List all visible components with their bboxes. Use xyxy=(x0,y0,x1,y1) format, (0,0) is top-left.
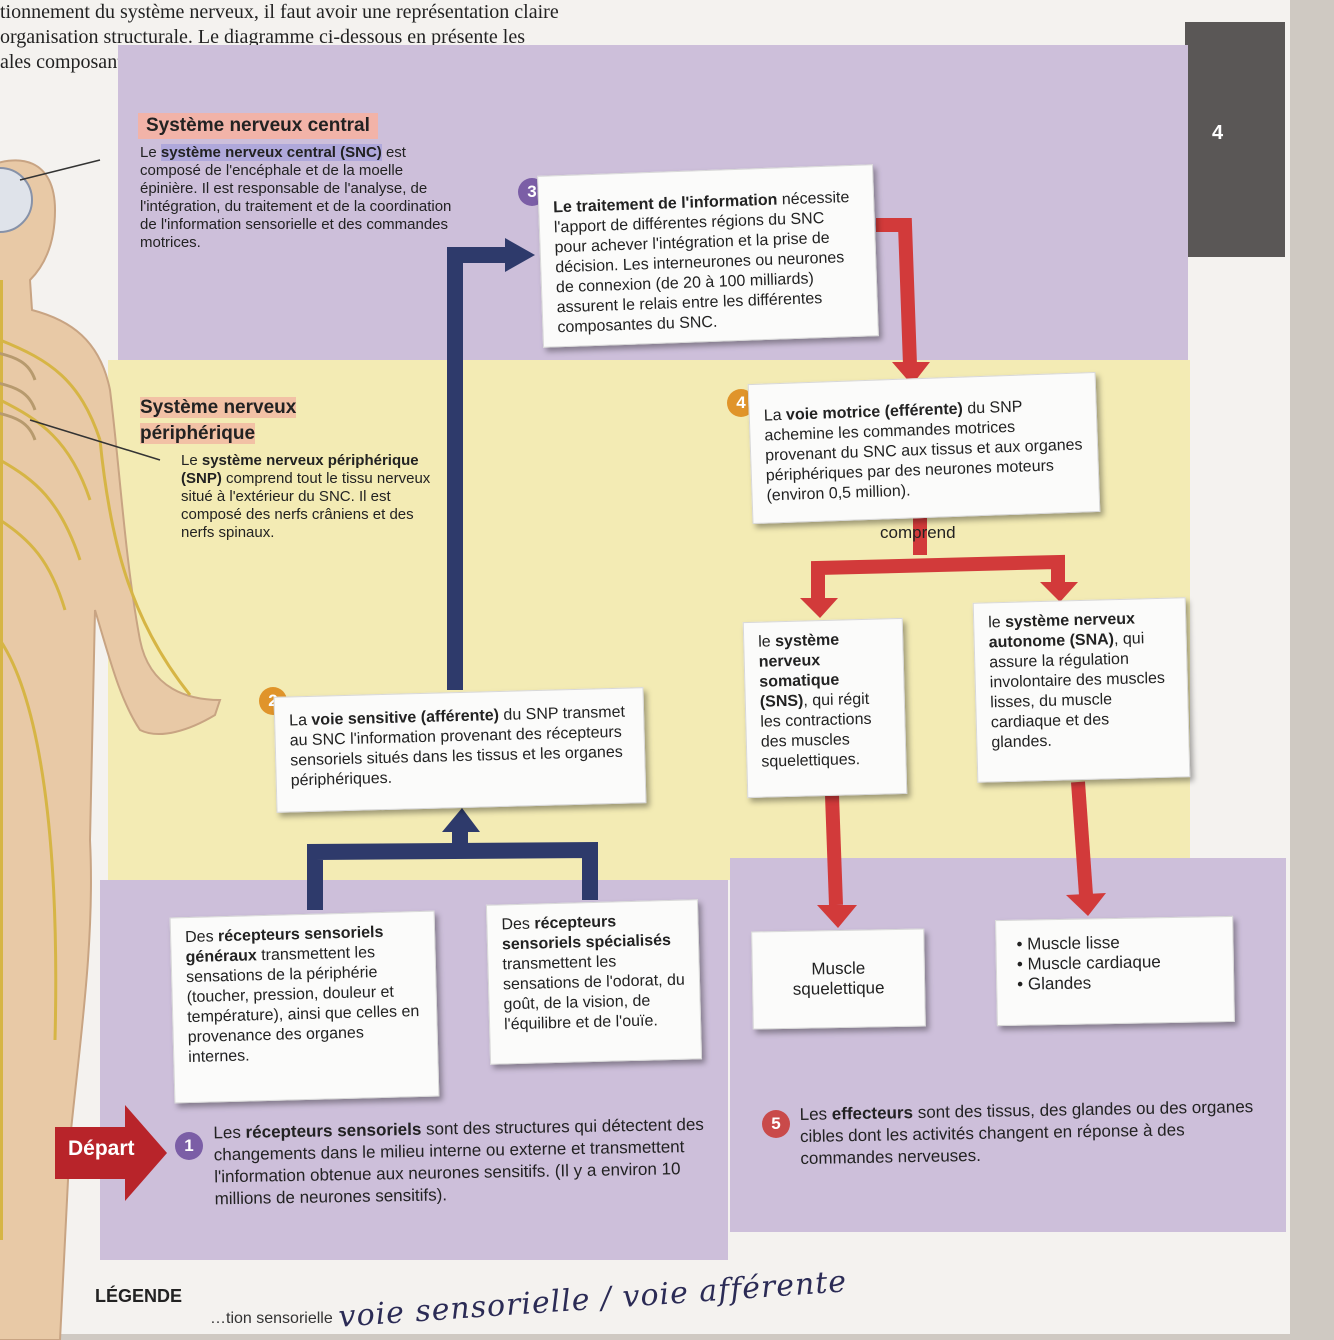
step-3-box: Le traitement de l'information nécessite… xyxy=(537,164,879,348)
afferent-arrowhead-right xyxy=(505,238,535,272)
intro-paragraph: tionnement du système nerveux, il faut a… xyxy=(0,1,559,73)
textbook-page: tionnement du système nerveux, il faut a… xyxy=(0,0,1290,1340)
effector-item: • Glandes xyxy=(1017,973,1092,994)
efferent-split xyxy=(811,515,1065,600)
efferent-arrow-down xyxy=(876,218,917,366)
efferent-arrowhead-sna xyxy=(1040,582,1078,602)
step-5-text: Les effecteurs sont des tissus, des glan… xyxy=(799,1097,1254,1169)
afferent-arrow-up xyxy=(447,247,510,690)
step-1-text: Les récepteurs sensoriels sont des struc… xyxy=(213,1114,705,1209)
efferent-arrow-smooth xyxy=(1071,781,1093,896)
comprend-label: comprend xyxy=(880,523,956,542)
human-body-illustration xyxy=(0,159,222,1340)
efferent-arrowhead-sns xyxy=(800,598,838,618)
general-receptors-box: Des récepteurs sensoriels généraux trans… xyxy=(169,910,440,1104)
special-receptors-box: Des récepteurs sensoriels spécialisés tr… xyxy=(485,899,703,1065)
afferent-merge xyxy=(307,841,598,910)
depart-label: Départ xyxy=(68,1137,135,1160)
sna-box: le système nerveux autonome (SNA), qui a… xyxy=(972,597,1191,783)
chapter-number: 4 xyxy=(1212,122,1224,144)
smooth-effectors-box: • Muscle lisse • Muscle cardiaque • Glan… xyxy=(995,915,1235,1027)
sns-box: le système nerveux somatique (SNS), qui … xyxy=(742,617,908,799)
legend-row: …tion sensorielle xyxy=(210,1310,333,1327)
chapter-tab xyxy=(1185,22,1285,257)
step-1-badge: 1 xyxy=(175,1132,203,1160)
efferent-arrowhead-4 xyxy=(892,362,930,385)
cns-description: Le système nerveux central (SNC) est com… xyxy=(140,144,452,251)
step-4-box: La voie motrice (efférente) du SNP achem… xyxy=(747,371,1101,525)
efferent-arrow-muscle xyxy=(825,794,843,906)
cns-title: Système nerveux central xyxy=(138,113,378,139)
pns-description: Le système nerveux périphérique (SNP) co… xyxy=(181,452,431,541)
depart-arrow xyxy=(55,1105,167,1201)
afferent-arrowhead-up xyxy=(442,808,480,832)
legend-title: LÉGENDE xyxy=(95,1286,183,1306)
step-5-badge: 5 xyxy=(762,1110,790,1138)
step-2-box: La voie sensitive (afférente) du SNP tra… xyxy=(273,687,647,813)
skeletal-muscle-box: Muscle squelettique xyxy=(751,928,926,1030)
